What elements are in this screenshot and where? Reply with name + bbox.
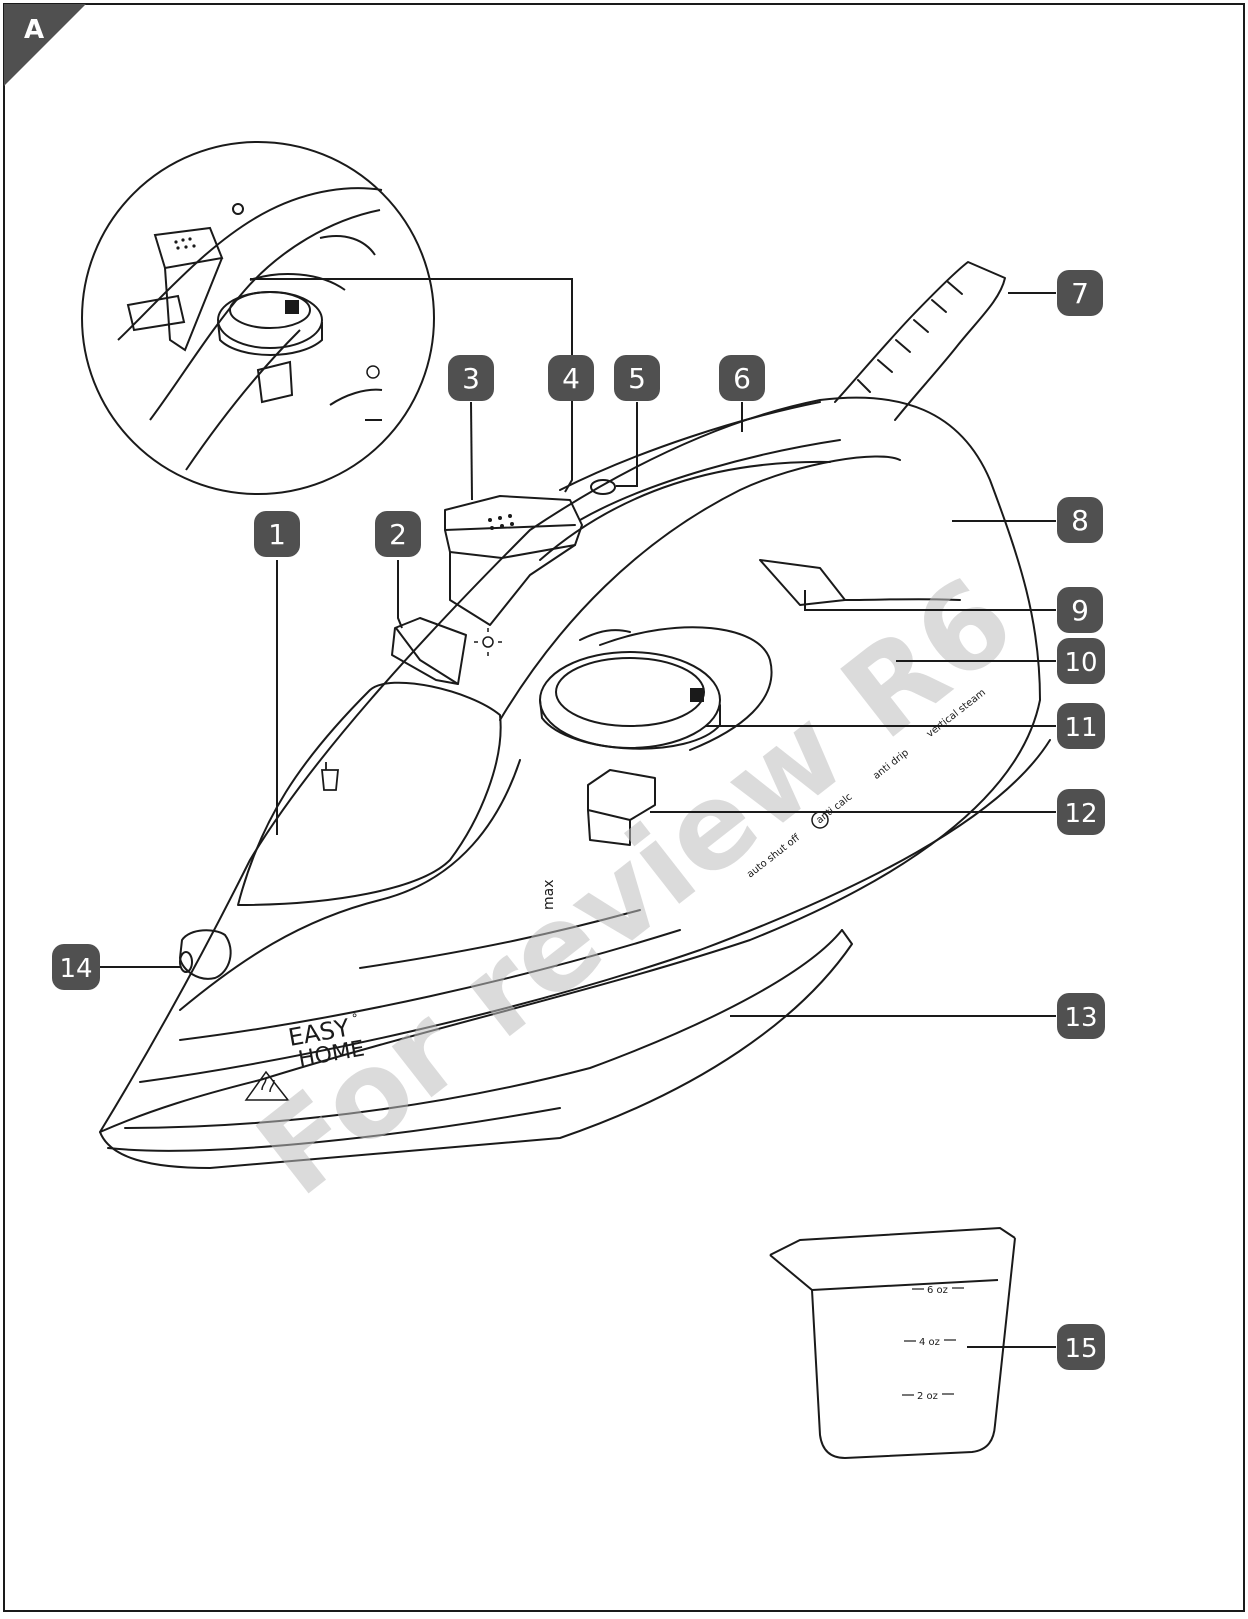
callout-badge-11: 11 — [1057, 703, 1105, 749]
iron-shell — [99, 396, 1041, 1133]
callout-leaders — [100, 278, 1056, 1348]
svg-text:5: 5 — [628, 362, 646, 395]
max-level-label: max — [541, 879, 557, 910]
filling-inlet — [391, 617, 467, 685]
review-watermark: For review R6 — [232, 550, 1038, 1222]
svg-text:3: 3 — [462, 362, 480, 395]
cup-mark-2oz: 2 oz — [917, 1391, 938, 1402]
svg-text:8: 8 — [1071, 504, 1089, 537]
detail-dial-indicator — [285, 300, 299, 314]
svg-text:1: 1 — [268, 518, 286, 551]
svg-text:12: 12 — [1064, 799, 1097, 829]
brand-mark: ° — [351, 1011, 359, 1026]
callout-badge-14: 14 — [52, 944, 100, 990]
callout-badge-9: 9 — [1057, 587, 1103, 633]
section-letter: A — [24, 15, 44, 45]
mist-spray-icon — [488, 514, 514, 530]
svg-text:11: 11 — [1064, 713, 1097, 743]
callout-badge-6: 6 — [719, 355, 765, 401]
cup-mark-4oz: 4 oz — [919, 1337, 940, 1348]
svg-text:4: 4 — [562, 362, 580, 395]
detail-shut-off-clock-icon — [366, 365, 380, 379]
callout-badge-12: 12 — [1057, 789, 1105, 835]
svg-text:15: 15 — [1064, 1334, 1097, 1364]
callout-badge-3: 3 — [448, 355, 494, 401]
water-drop-icon — [321, 762, 339, 791]
steam-iron — [99, 261, 1051, 1169]
hot-surface-warning-icon — [244, 1070, 290, 1101]
callout-badge-4: 4 — [548, 355, 594, 401]
page-border — [3, 3, 1245, 1612]
callout-badge-8: 8 — [1057, 497, 1103, 543]
callout-badge-7: 7 — [1057, 270, 1103, 316]
handle-grip — [834, 261, 1006, 421]
callout-badge-2: 2 — [375, 511, 421, 557]
svg-text:7: 7 — [1071, 277, 1089, 310]
callout-badge-13: 13 — [1057, 993, 1105, 1039]
svg-text:14: 14 — [59, 954, 92, 984]
detail-inset — [81, 141, 435, 495]
svg-text:13: 13 — [1064, 1003, 1097, 1033]
callout-badge-10: 10 — [1057, 638, 1105, 684]
water-tank — [237, 681, 502, 906]
callout-badge-5: 5 — [614, 355, 660, 401]
soleplate — [99, 929, 853, 1169]
callout-badge-1: 1 — [254, 511, 300, 557]
measuring-cup — [769, 1226, 1016, 1460]
callout-badge-15: 15 — [1057, 1324, 1105, 1370]
dial-setting-marker — [690, 688, 704, 702]
svg-text:9: 9 — [1071, 594, 1089, 627]
cup-mark-6oz: 6 oz — [927, 1285, 948, 1296]
section-corner-tab — [4, 4, 86, 86]
svg-text:10: 10 — [1064, 648, 1097, 678]
steam-burst-icon — [474, 628, 502, 656]
svg-text:6: 6 — [733, 362, 751, 395]
detail-mist-spray-icon — [174, 237, 196, 250]
svg-text:2: 2 — [389, 518, 407, 551]
cup-scale — [902, 1287, 964, 1396]
